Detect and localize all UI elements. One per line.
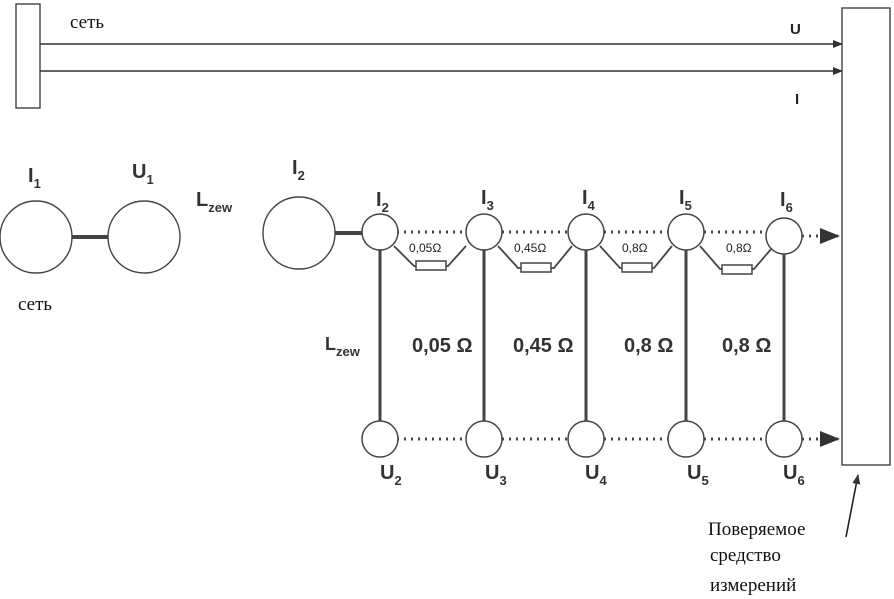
external-lead-label: Lzew	[196, 189, 233, 215]
source-u-label: U1	[132, 161, 154, 187]
bottom-node-label: U4	[585, 462, 607, 488]
external-i-label: I2	[292, 157, 305, 183]
device-caption-line-1: Поверяемое	[708, 519, 805, 540]
top-node-circle	[465, 213, 503, 251]
network-label-top: сеть	[70, 12, 104, 33]
bottom-node-label: U3	[485, 462, 507, 488]
top-node-circle	[567, 213, 605, 251]
bottom-node-circle	[465, 420, 503, 458]
vertical-lead-label: Lzew	[325, 334, 361, 359]
series-resistor	[520, 262, 552, 273]
device-pointer-arrow	[845, 474, 861, 538]
series-resistor-value: 0,8Ω	[622, 241, 648, 255]
branch-resistance-value: 0,05 Ω	[412, 335, 473, 357]
top-node-label: I3	[481, 187, 494, 213]
series-resistor-value: 0,45Ω	[514, 241, 546, 255]
current-signal-label: I	[795, 91, 799, 108]
bottom-node-circle	[567, 420, 605, 458]
top-node-label: I5	[679, 187, 692, 213]
device-under-test-box	[841, 7, 891, 466]
top-node-label: I6	[780, 189, 793, 215]
series-resistor	[415, 260, 447, 271]
network-source-block	[15, 3, 41, 109]
series-resistor-value: 0,8Ω	[726, 241, 752, 255]
voltage-signal-label: U	[790, 21, 801, 38]
top-node-circle	[765, 217, 803, 255]
top-node-label: I2	[376, 189, 389, 215]
device-caption-line-2: средство	[710, 545, 781, 566]
source-voltage-circle	[107, 200, 181, 274]
branch-resistance-value: 0,8 Ω	[722, 335, 771, 357]
bottom-node-label: U5	[687, 462, 709, 488]
external-current-circle	[262, 196, 336, 270]
series-resistor-value: 0,05Ω	[409, 241, 441, 255]
network-label-bottom: сеть	[18, 294, 52, 315]
top-node-label: I4	[582, 187, 596, 213]
source-current-circle	[0, 200, 73, 274]
branch-resistance-value: 0,45 Ω	[513, 335, 574, 357]
top-node-circle	[667, 213, 705, 251]
bottom-node-label: U2	[380, 462, 402, 488]
device-caption-line-3: измерений	[710, 575, 796, 596]
source-i-label: I1	[28, 165, 41, 191]
bottom-node-circle	[765, 420, 803, 458]
series-resistor	[721, 264, 753, 275]
bottom-node-circle	[667, 420, 705, 458]
top-node-circle	[361, 213, 399, 251]
bottom-node-label: U6	[783, 462, 805, 488]
bottom-node-circle	[361, 420, 399, 458]
series-resistor	[621, 262, 653, 273]
branch-resistance-value: 0,8 Ω	[624, 335, 673, 357]
